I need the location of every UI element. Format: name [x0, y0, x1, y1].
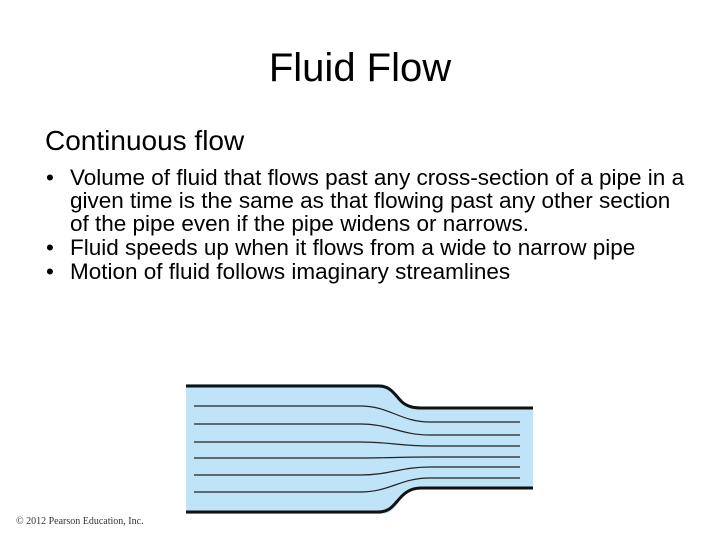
streamline — [194, 466, 520, 476]
bullet-list: • Volume of fluid that flows past any cr… — [46, 166, 686, 284]
bullet-text: Volume of fluid that flows past any cros… — [70, 165, 685, 236]
slide-subtitle: Continuous flow — [45, 125, 245, 156]
bullet-marker: • — [46, 235, 54, 260]
fluid-fill — [186, 384, 533, 514]
copyright-notice: © 2012 Pearson Education, Inc. — [16, 516, 144, 527]
streamline — [194, 405, 520, 423]
bullet-marker: • — [46, 259, 54, 284]
bullet-item: • Fluid speeds up when it flows from a w… — [46, 236, 686, 259]
streamline — [194, 456, 520, 459]
streamline — [194, 441, 520, 447]
pipe-streamlines-icon — [186, 384, 533, 514]
bullet-item: • Motion of fluid follows imaginary stre… — [46, 260, 686, 283]
pipe-top-wall — [186, 384, 533, 410]
streamline — [194, 477, 520, 493]
slide-title: Fluid Flow — [268, 46, 452, 90]
bullet-marker: • — [46, 165, 54, 190]
streamline — [194, 423, 520, 436]
bullet-text: Fluid speeds up when it flows from a wid… — [70, 235, 636, 260]
bullet-text: Motion of fluid follows imaginary stream… — [70, 259, 511, 284]
pipe-bottom-wall — [186, 486, 533, 514]
bullet-item: • Volume of fluid that flows past any cr… — [46, 166, 686, 235]
pipe-streamlines-figure — [180, 384, 533, 514]
